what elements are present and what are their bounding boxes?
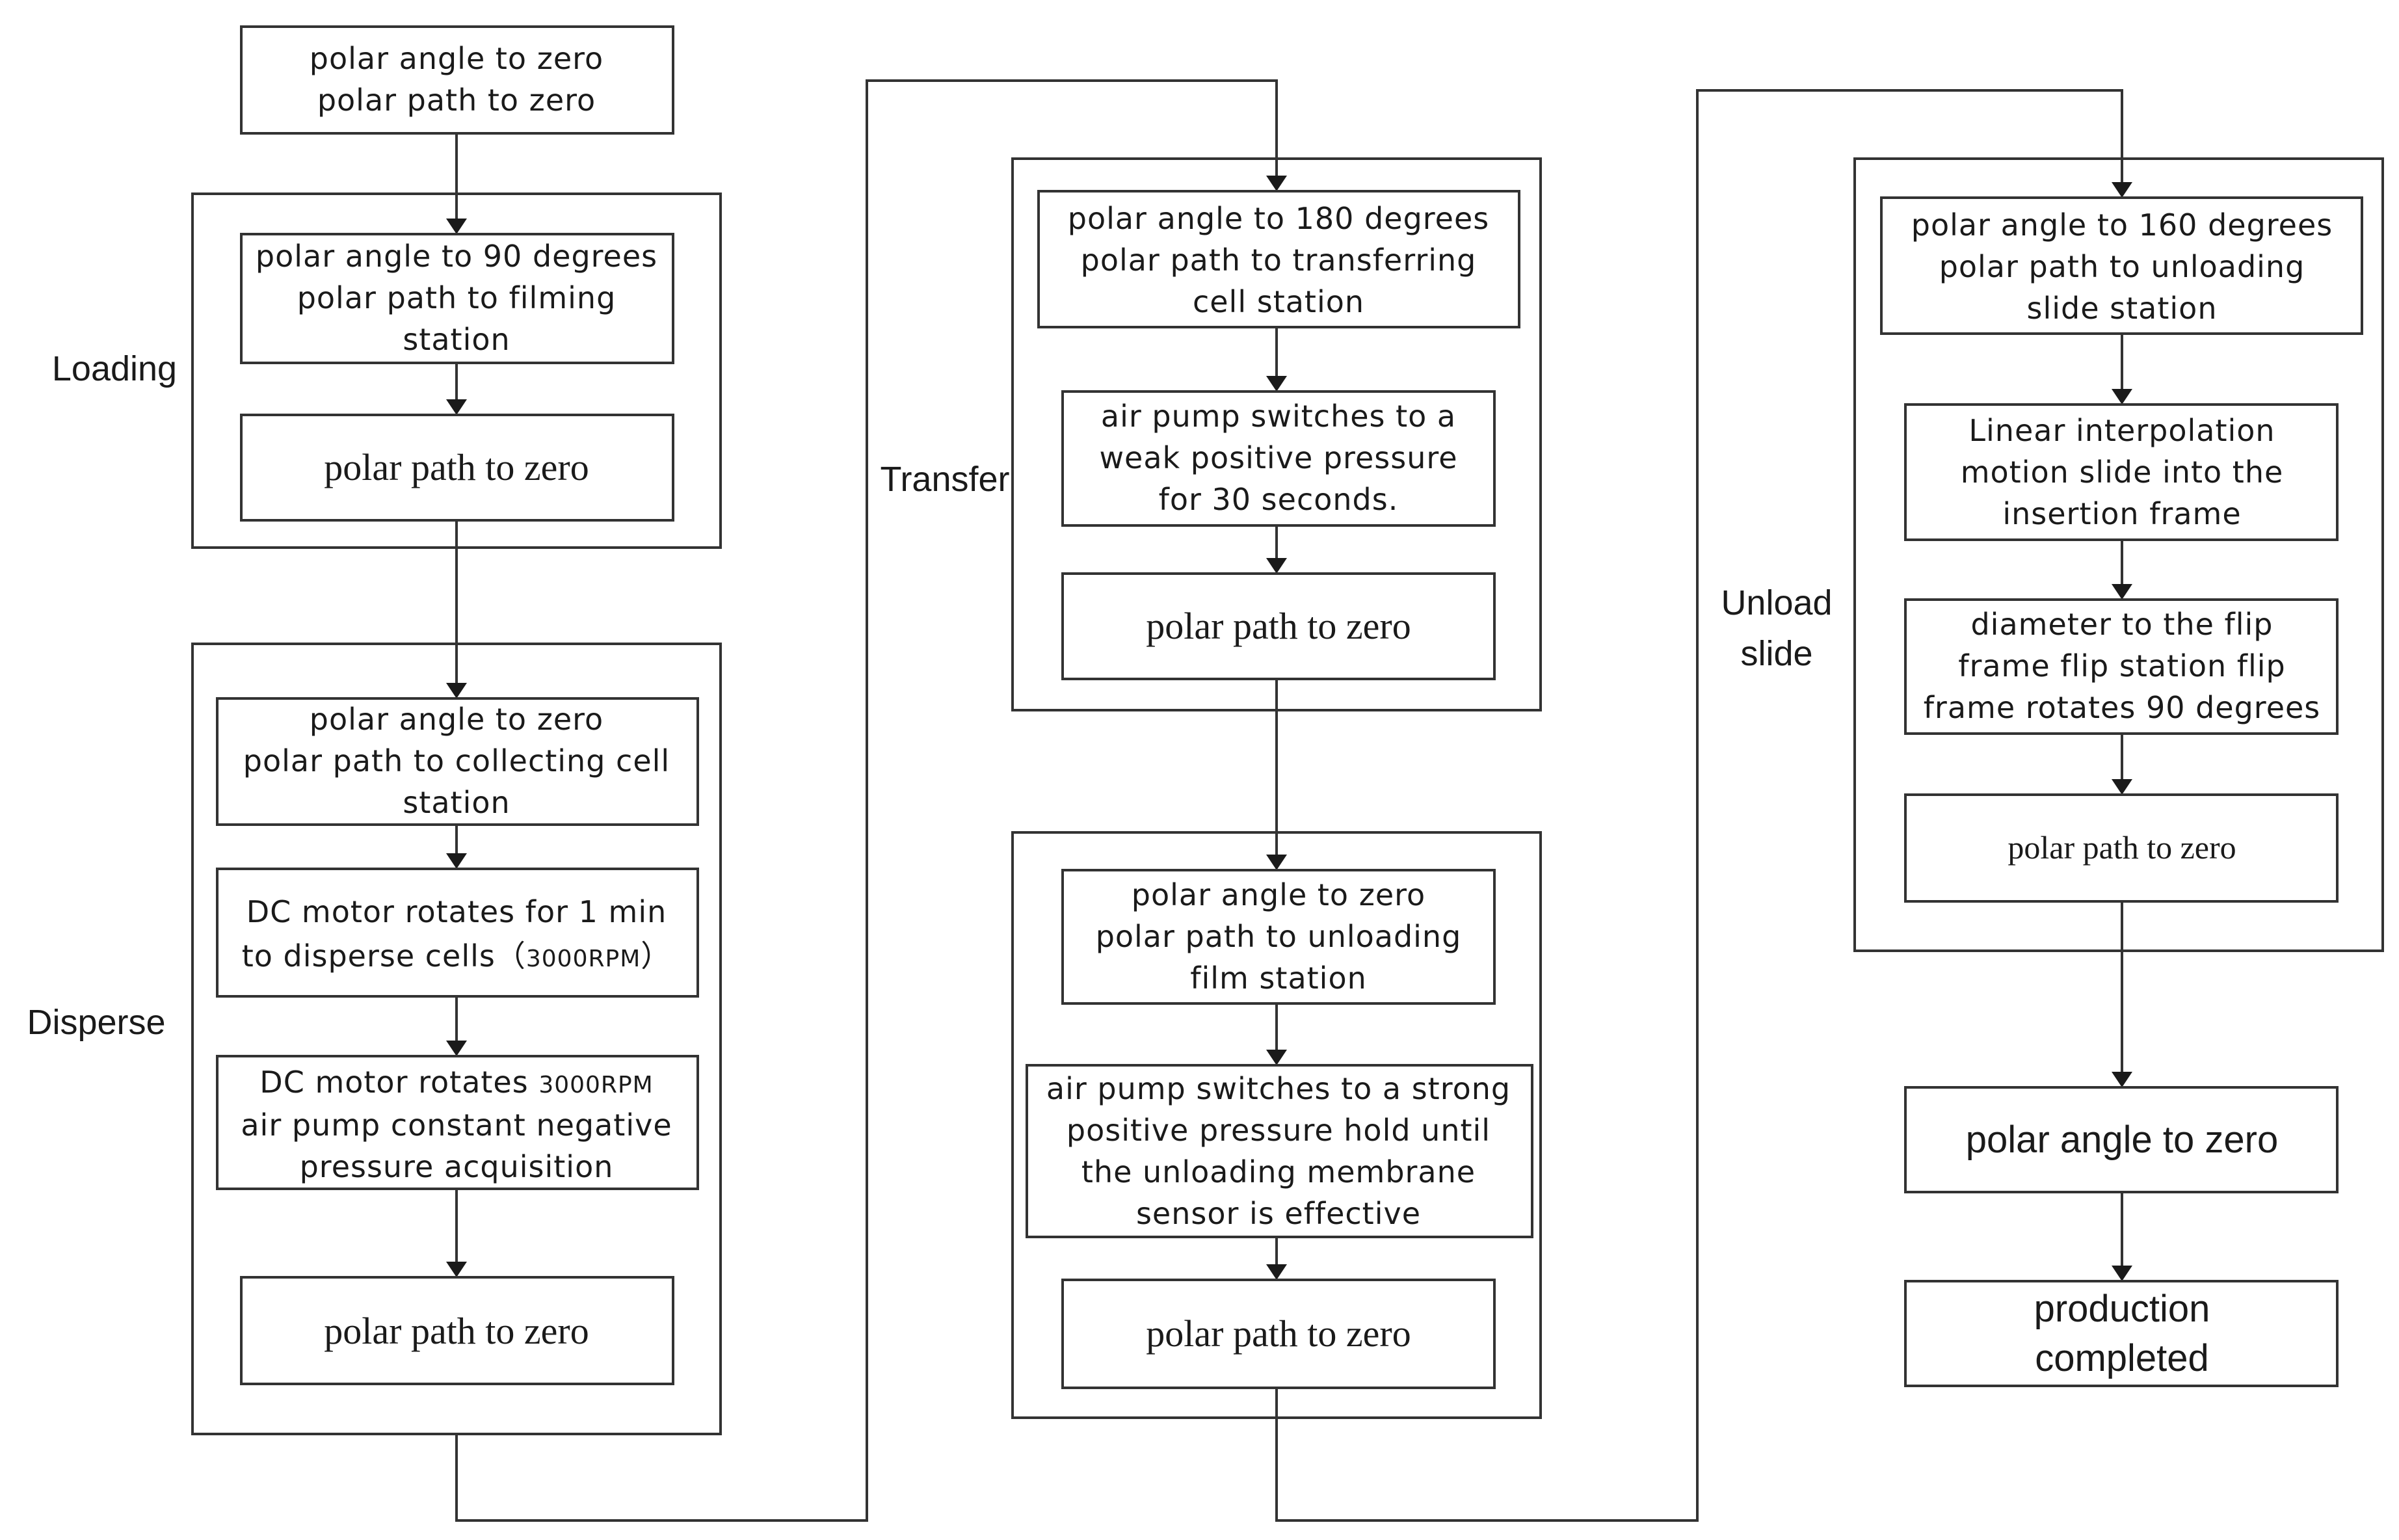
start-line1: polar angle to zero — [310, 41, 603, 76]
transfer-step1-box: polar angle to 180 degrees polar path to… — [1037, 190, 1520, 328]
unload-film-step3-box: polar path to zero — [1061, 1279, 1496, 1389]
unload-slide-step1-line2: polar path to unloading — [1939, 249, 2305, 284]
transfer-step2-box: air pump switches to a weak positive pre… — [1061, 390, 1496, 527]
disperse-step1-line3: station — [403, 785, 510, 820]
disperse-step3-line3: pressure acquisition — [300, 1149, 614, 1184]
disperse-step1-box: polar angle to zero polar path to collec… — [216, 697, 699, 826]
transfer-step2-line2: weak positive pressure — [1099, 440, 1457, 475]
unload-film-step2-box: air pump switches to a strong positive p… — [1026, 1064, 1533, 1238]
unload-film-step1-line3: film station — [1190, 961, 1367, 996]
final-angle-text: polar angle to zero — [1966, 1119, 2278, 1161]
disperse-step1-line1: polar angle to zero — [310, 702, 603, 737]
unload-slide-step1-line3: slide station — [2027, 291, 2218, 326]
disperse-step4-box: polar path to zero — [240, 1276, 674, 1385]
loading-step1-line2: polar path to filming — [297, 280, 616, 315]
unload-slide-step1-box: polar angle to 160 degrees polar path to… — [1880, 196, 2363, 335]
unload-slide-step3-line1: diameter to the flip — [1970, 607, 2273, 642]
transfer-step3-box: polar path to zero — [1061, 572, 1496, 680]
transfer-step1-line3: cell station — [1193, 284, 1364, 319]
disperse-step2-line2a: to disperse cells（ — [242, 938, 526, 974]
production-completed-box: production completed — [1904, 1280, 2339, 1387]
loading-step1-line3: station — [403, 322, 510, 357]
loading-step1-line1: polar angle to 90 degrees — [256, 239, 657, 274]
connectors — [446, 79, 2132, 1522]
unload-slide-step2-line1: Linear interpolation — [1968, 413, 2275, 448]
loading-step2-text: polar path to zero — [324, 446, 589, 488]
final-angle-box: polar angle to zero — [1904, 1086, 2339, 1193]
unload-slide-step2-line3: insertion frame — [2002, 496, 2241, 531]
start-line2: polar path to zero — [317, 83, 596, 118]
disperse-step3-rpm: 3000RPM — [538, 1072, 653, 1098]
disperse-step2-line1: DC motor rotates for 1 min — [246, 894, 667, 929]
section-label-disperse: Disperse — [27, 1003, 165, 1042]
unload-film-step1-box: polar angle to zero polar path to unload… — [1061, 869, 1496, 1005]
unload-film-step2-line4: sensor is effective — [1136, 1196, 1421, 1231]
unload-slide-step4-text: polar path to zero — [2008, 829, 2236, 866]
section-label-loading: Loading — [52, 349, 177, 388]
unload-slide-step3-line3: frame rotates 90 degrees — [1924, 690, 2321, 725]
unload-film-step1-line1: polar angle to zero — [1132, 877, 1425, 912]
disperse-step3-line1: DC motor rotates 3000RPM — [259, 1065, 653, 1100]
unload-slide-step4-box: polar path to zero — [1904, 793, 2339, 903]
production-completed-line2: completed — [2035, 1337, 2209, 1379]
unload-slide-step3-box: diameter to the flip frame flip station … — [1904, 598, 2339, 735]
disperse-step2-rpm: 3000RPM — [526, 946, 641, 972]
unload-slide-step2-box: Linear interpolation motion slide into t… — [1904, 403, 2339, 541]
transfer-step2-line3: for 30 seconds. — [1159, 482, 1399, 517]
unload-film-step2-line3: the unloading membrane — [1081, 1154, 1476, 1189]
section-label-transfer: Transfer — [880, 460, 1009, 499]
section-label-unload-line2: slide — [1740, 634, 1812, 673]
loading-step2-box: polar path to zero — [240, 414, 674, 522]
production-completed-line1: production — [2034, 1288, 2210, 1330]
loading-step1-box: polar angle to 90 degrees polar path to … — [240, 233, 674, 364]
unload-slide-step3-line2: frame flip station flip — [1958, 648, 2285, 684]
start-box: polar angle to zero polar path to zero — [240, 25, 674, 135]
disperse-step2-box: DC motor rotates for 1 min to disperse c… — [216, 868, 699, 998]
disperse-step3-box: DC motor rotates 3000RPM air pump consta… — [216, 1055, 699, 1190]
disperse-step4-text: polar path to zero — [324, 1310, 589, 1352]
disperse-step2-line2c: ） — [641, 938, 671, 974]
unload-slide-step2-line2: motion slide into the — [1961, 455, 2284, 490]
unload-film-step3-text: polar path to zero — [1146, 1312, 1411, 1355]
transfer-step2-line1: air pump switches to a — [1101, 399, 1456, 434]
unload-film-step1-line2: polar path to unloading — [1096, 919, 1462, 954]
transfer-step1-line1: polar angle to 180 degrees — [1068, 201, 1489, 236]
unload-slide-step1-line1: polar angle to 160 degrees — [1911, 207, 2333, 243]
disperse-step2-line2: to disperse cells（3000RPM） — [242, 938, 672, 974]
unload-slide-group — [1853, 157, 2384, 952]
disperse-step3-line2: air pump constant negative — [241, 1108, 672, 1143]
disperse-step1-line2: polar path to collecting cell — [243, 743, 670, 778]
section-label-unload-line1: Unload — [1721, 583, 1832, 622]
unload-film-step2-line1: air pump switches to a strong — [1046, 1071, 1511, 1106]
disperse-step3-line1a: DC motor rotates — [259, 1065, 538, 1100]
unload-film-step2-line2: positive pressure hold until — [1067, 1113, 1491, 1148]
transfer-step1-line2: polar path to transferring — [1081, 243, 1477, 278]
transfer-step3-text: polar path to zero — [1146, 605, 1411, 647]
